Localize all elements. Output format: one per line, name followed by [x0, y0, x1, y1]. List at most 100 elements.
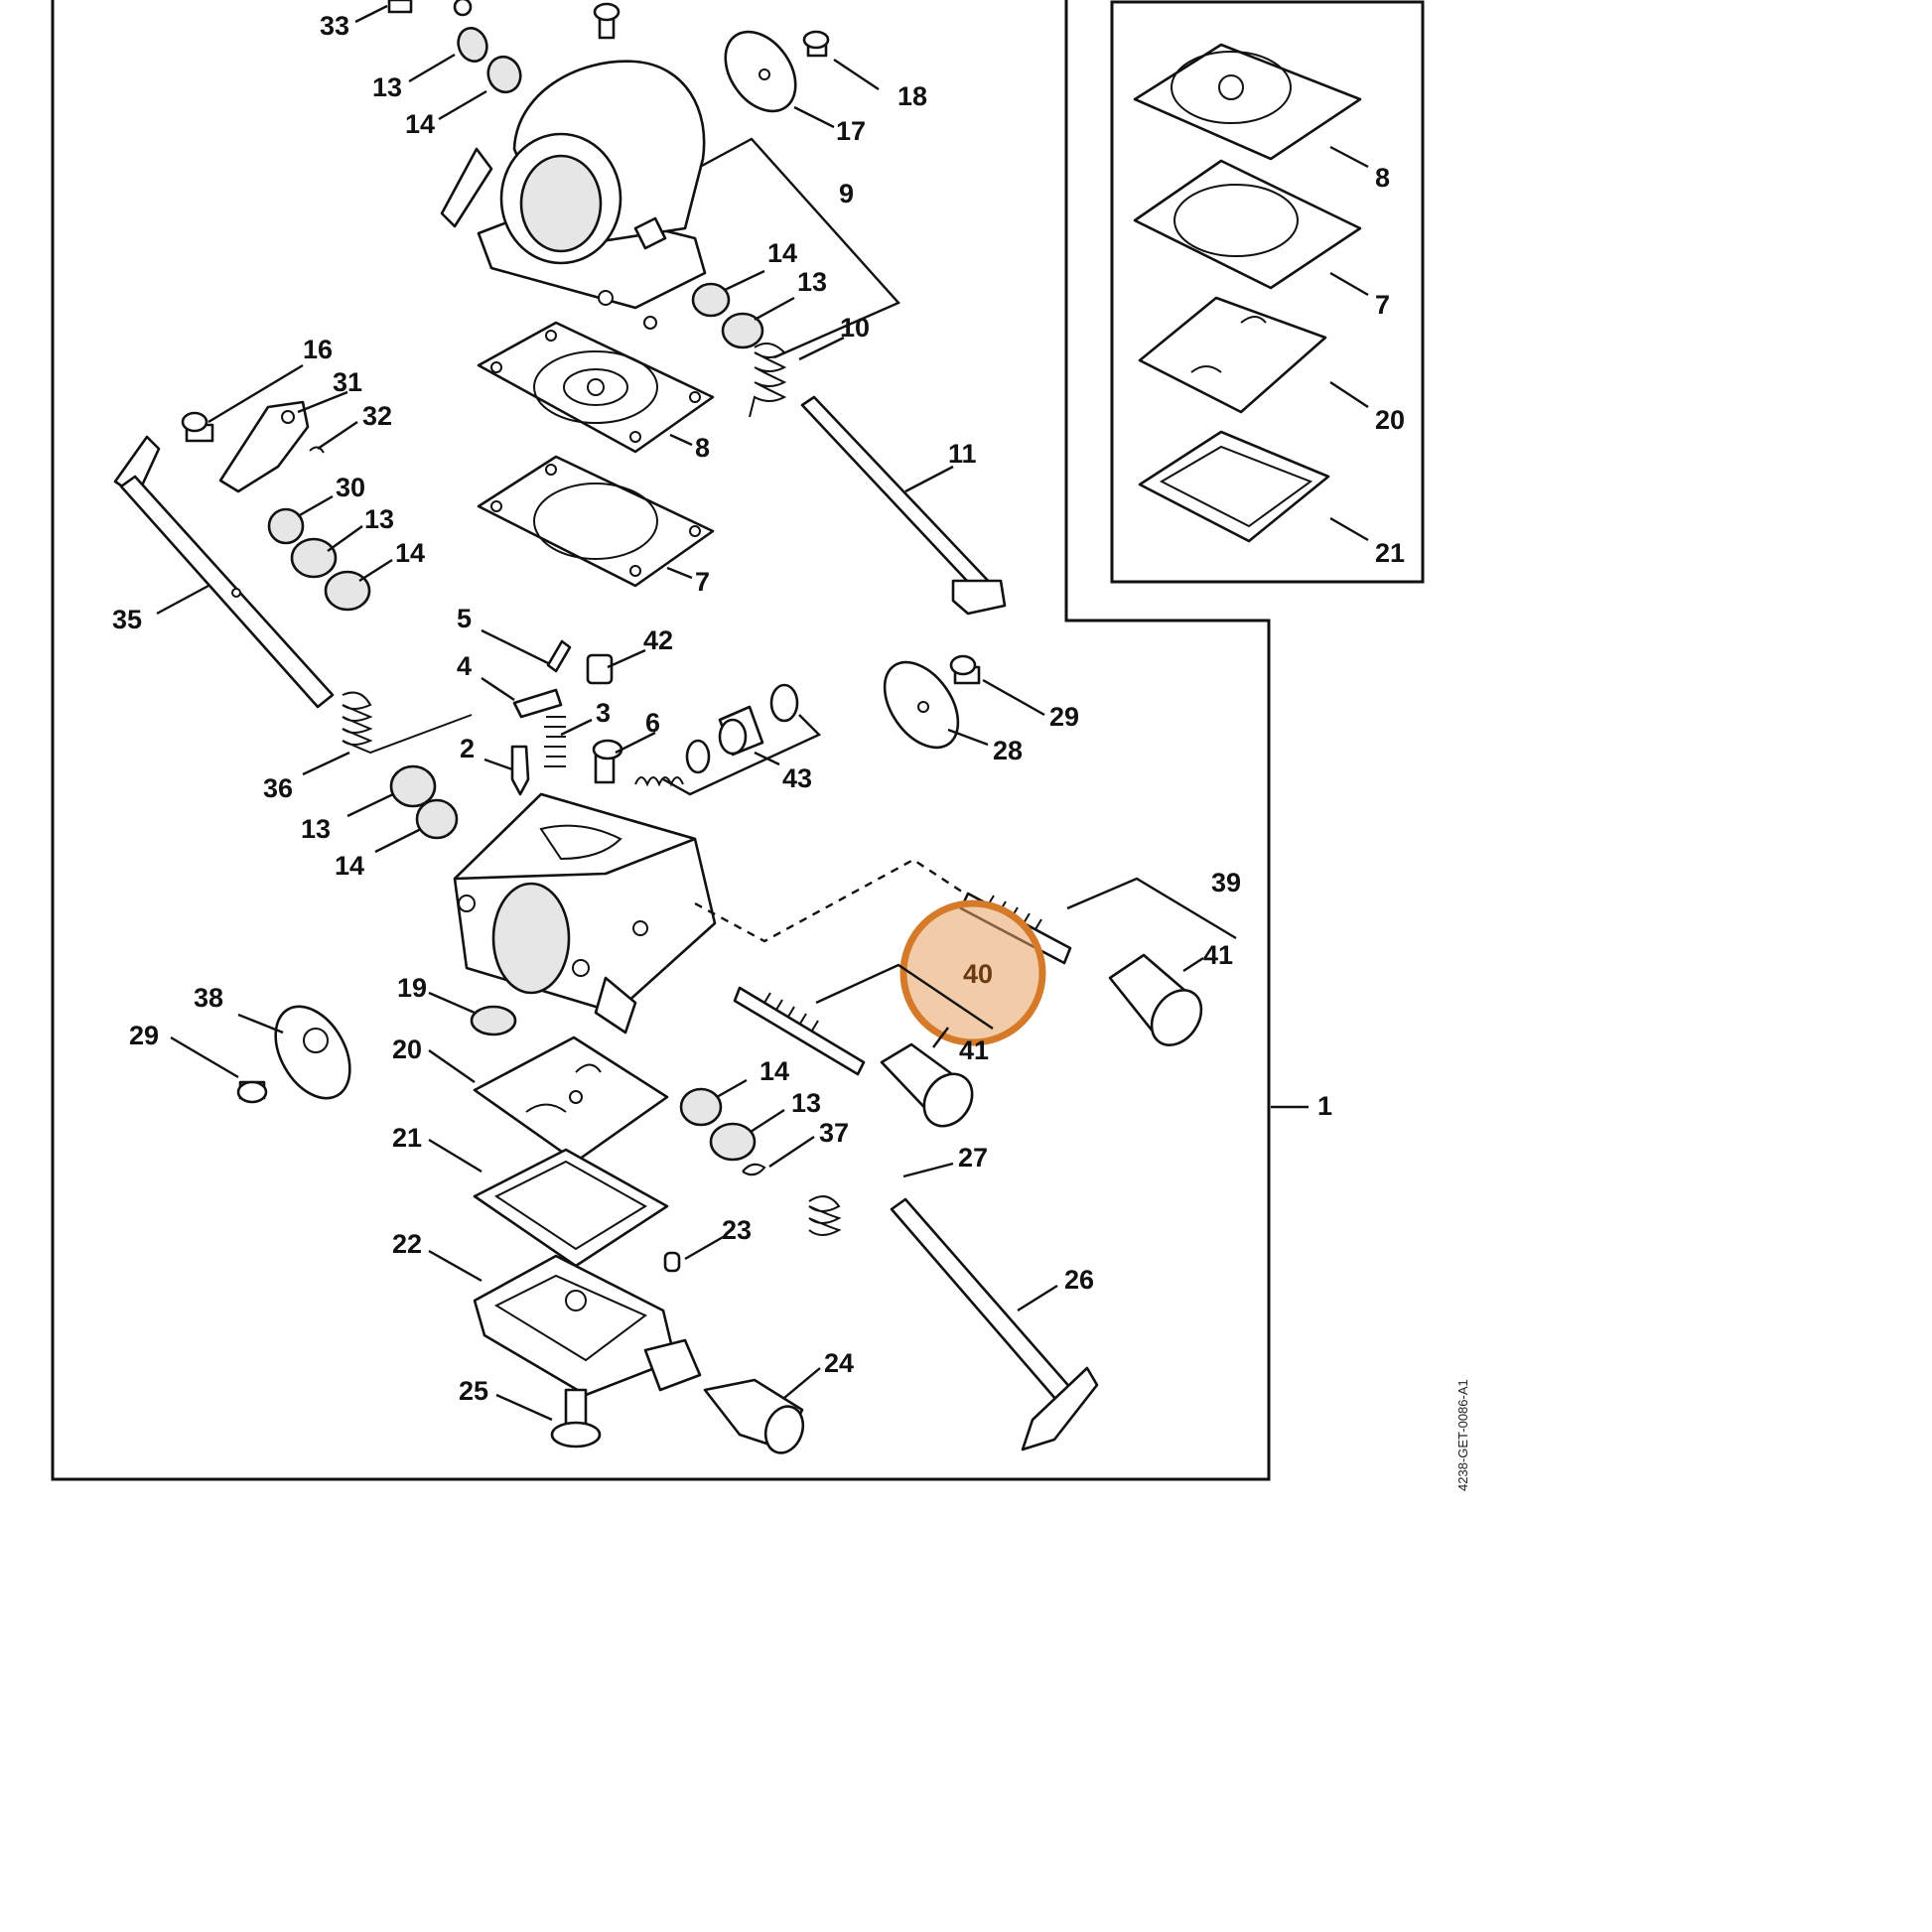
callout-13: 13	[797, 267, 827, 297]
callout-29: 29	[1049, 702, 1079, 732]
clip-32	[309, 446, 325, 454]
dashed-leader-39	[694, 858, 984, 943]
strainer-19	[470, 1005, 517, 1036]
o-ring-43	[685, 739, 711, 774]
kit-callout-7: 7	[1375, 290, 1390, 320]
pin-5	[546, 639, 572, 673]
callout-19: 19	[397, 973, 427, 1003]
callout-21: 21	[392, 1123, 422, 1153]
callout-6: 6	[645, 708, 660, 738]
screw-29-top	[949, 654, 981, 685]
callout-30: 30	[336, 473, 365, 502]
callout-35: 35	[112, 605, 142, 634]
callout-4: 4	[457, 651, 472, 681]
callout-39: 39	[1211, 868, 1241, 897]
callout-41: 41	[959, 1035, 989, 1065]
callout-13: 13	[791, 1088, 821, 1118]
kit-callout-20: 20	[1375, 405, 1405, 435]
spring-43	[634, 776, 684, 787]
limiter-cap-41-lower	[880, 1042, 974, 1128]
callout-41: 41	[1203, 940, 1233, 970]
spring-36	[342, 691, 473, 755]
callout-43: 43	[782, 763, 812, 793]
callout-22: 22	[392, 1229, 422, 1259]
screw-33	[387, 0, 473, 17]
highlight-marker-40	[899, 899, 1046, 1046]
callout-16: 16	[303, 335, 333, 364]
screw-top-center	[593, 2, 621, 40]
callout-36: 36	[263, 773, 293, 803]
clip-37	[742, 1163, 766, 1176]
callout-5: 5	[457, 604, 472, 633]
callout-14: 14	[767, 238, 797, 268]
bushing-13-top	[457, 27, 488, 63]
callout-37: 37	[819, 1118, 849, 1148]
screw-29-bottom	[236, 1080, 268, 1104]
callout-13: 13	[301, 814, 331, 844]
screw-16	[181, 411, 214, 443]
callout-2: 2	[460, 734, 475, 763]
callout-1: 1	[1317, 1091, 1332, 1121]
spring-27	[808, 1195, 842, 1236]
plug-23	[663, 1251, 681, 1273]
kit-inset-frame	[1110, 0, 1425, 584]
bushing-13-lower	[709, 1122, 757, 1162]
disc-28	[883, 660, 960, 750]
bushing-13-left	[290, 537, 338, 579]
limiter-cap-41-right	[1108, 953, 1203, 1046]
bushing-13-spring	[389, 764, 437, 808]
callout-23: 23	[722, 1215, 752, 1245]
screw-42	[586, 653, 614, 685]
callout-26: 26	[1064, 1265, 1094, 1295]
callout-3: 3	[596, 698, 611, 728]
callout-14: 14	[395, 538, 425, 568]
callout-27: 27	[958, 1143, 988, 1173]
kit-gasket-7	[1133, 159, 1362, 290]
callout-labels: 33 13 14 18 17 9 14 13 10 16 31 32 30 13…	[112, 11, 1405, 1406]
carburetor-body	[453, 792, 717, 1035]
gasket-7	[477, 455, 715, 588]
bushing-14-spring	[415, 798, 459, 840]
bushing-14-mid	[691, 282, 731, 318]
mixture-screw-40	[733, 986, 866, 1076]
bushing-30	[267, 507, 305, 545]
shaft-11	[800, 395, 1007, 616]
kit-diaphragm-20	[1138, 296, 1327, 414]
callout-32: 32	[362, 401, 392, 431]
callout-14: 14	[335, 851, 364, 881]
lever-4	[512, 688, 563, 719]
gasket-21	[473, 1148, 669, 1268]
callout-10: 10	[840, 313, 870, 343]
callout-31: 31	[333, 367, 362, 397]
disc-17	[724, 30, 797, 113]
callout-8: 8	[695, 433, 710, 463]
callout-17: 17	[836, 116, 866, 146]
callout-13: 13	[372, 72, 402, 102]
pump-cover-9	[440, 60, 707, 330]
cover-38	[274, 1005, 351, 1100]
kit-callout-8: 8	[1375, 163, 1390, 193]
callout-28: 28	[993, 736, 1023, 765]
kit-gasket-21	[1138, 430, 1330, 543]
callout-11: 11	[948, 439, 977, 469]
callout-14: 14	[405, 109, 435, 139]
shaft-35	[113, 435, 335, 709]
leader-lines	[156, 4, 1369, 1422]
needle-2	[510, 745, 530, 796]
callout-38: 38	[194, 983, 223, 1013]
bushing-14-top	[486, 55, 522, 94]
callout-18: 18	[897, 81, 927, 111]
kit-diaphragm-8	[1133, 43, 1362, 161]
callout-14: 14	[759, 1056, 789, 1086]
kit-callout-21: 21	[1375, 538, 1405, 568]
lever-31	[218, 400, 310, 493]
callout-33: 33	[320, 11, 349, 41]
callout-25: 25	[459, 1376, 488, 1406]
cap-43	[769, 683, 799, 723]
callout-9: 9	[839, 179, 854, 208]
callout-29: 29	[129, 1021, 159, 1050]
screw-25	[550, 1388, 602, 1449]
bushing-14-left	[324, 570, 371, 612]
screw-6	[592, 739, 623, 784]
screw-18	[802, 30, 830, 58]
